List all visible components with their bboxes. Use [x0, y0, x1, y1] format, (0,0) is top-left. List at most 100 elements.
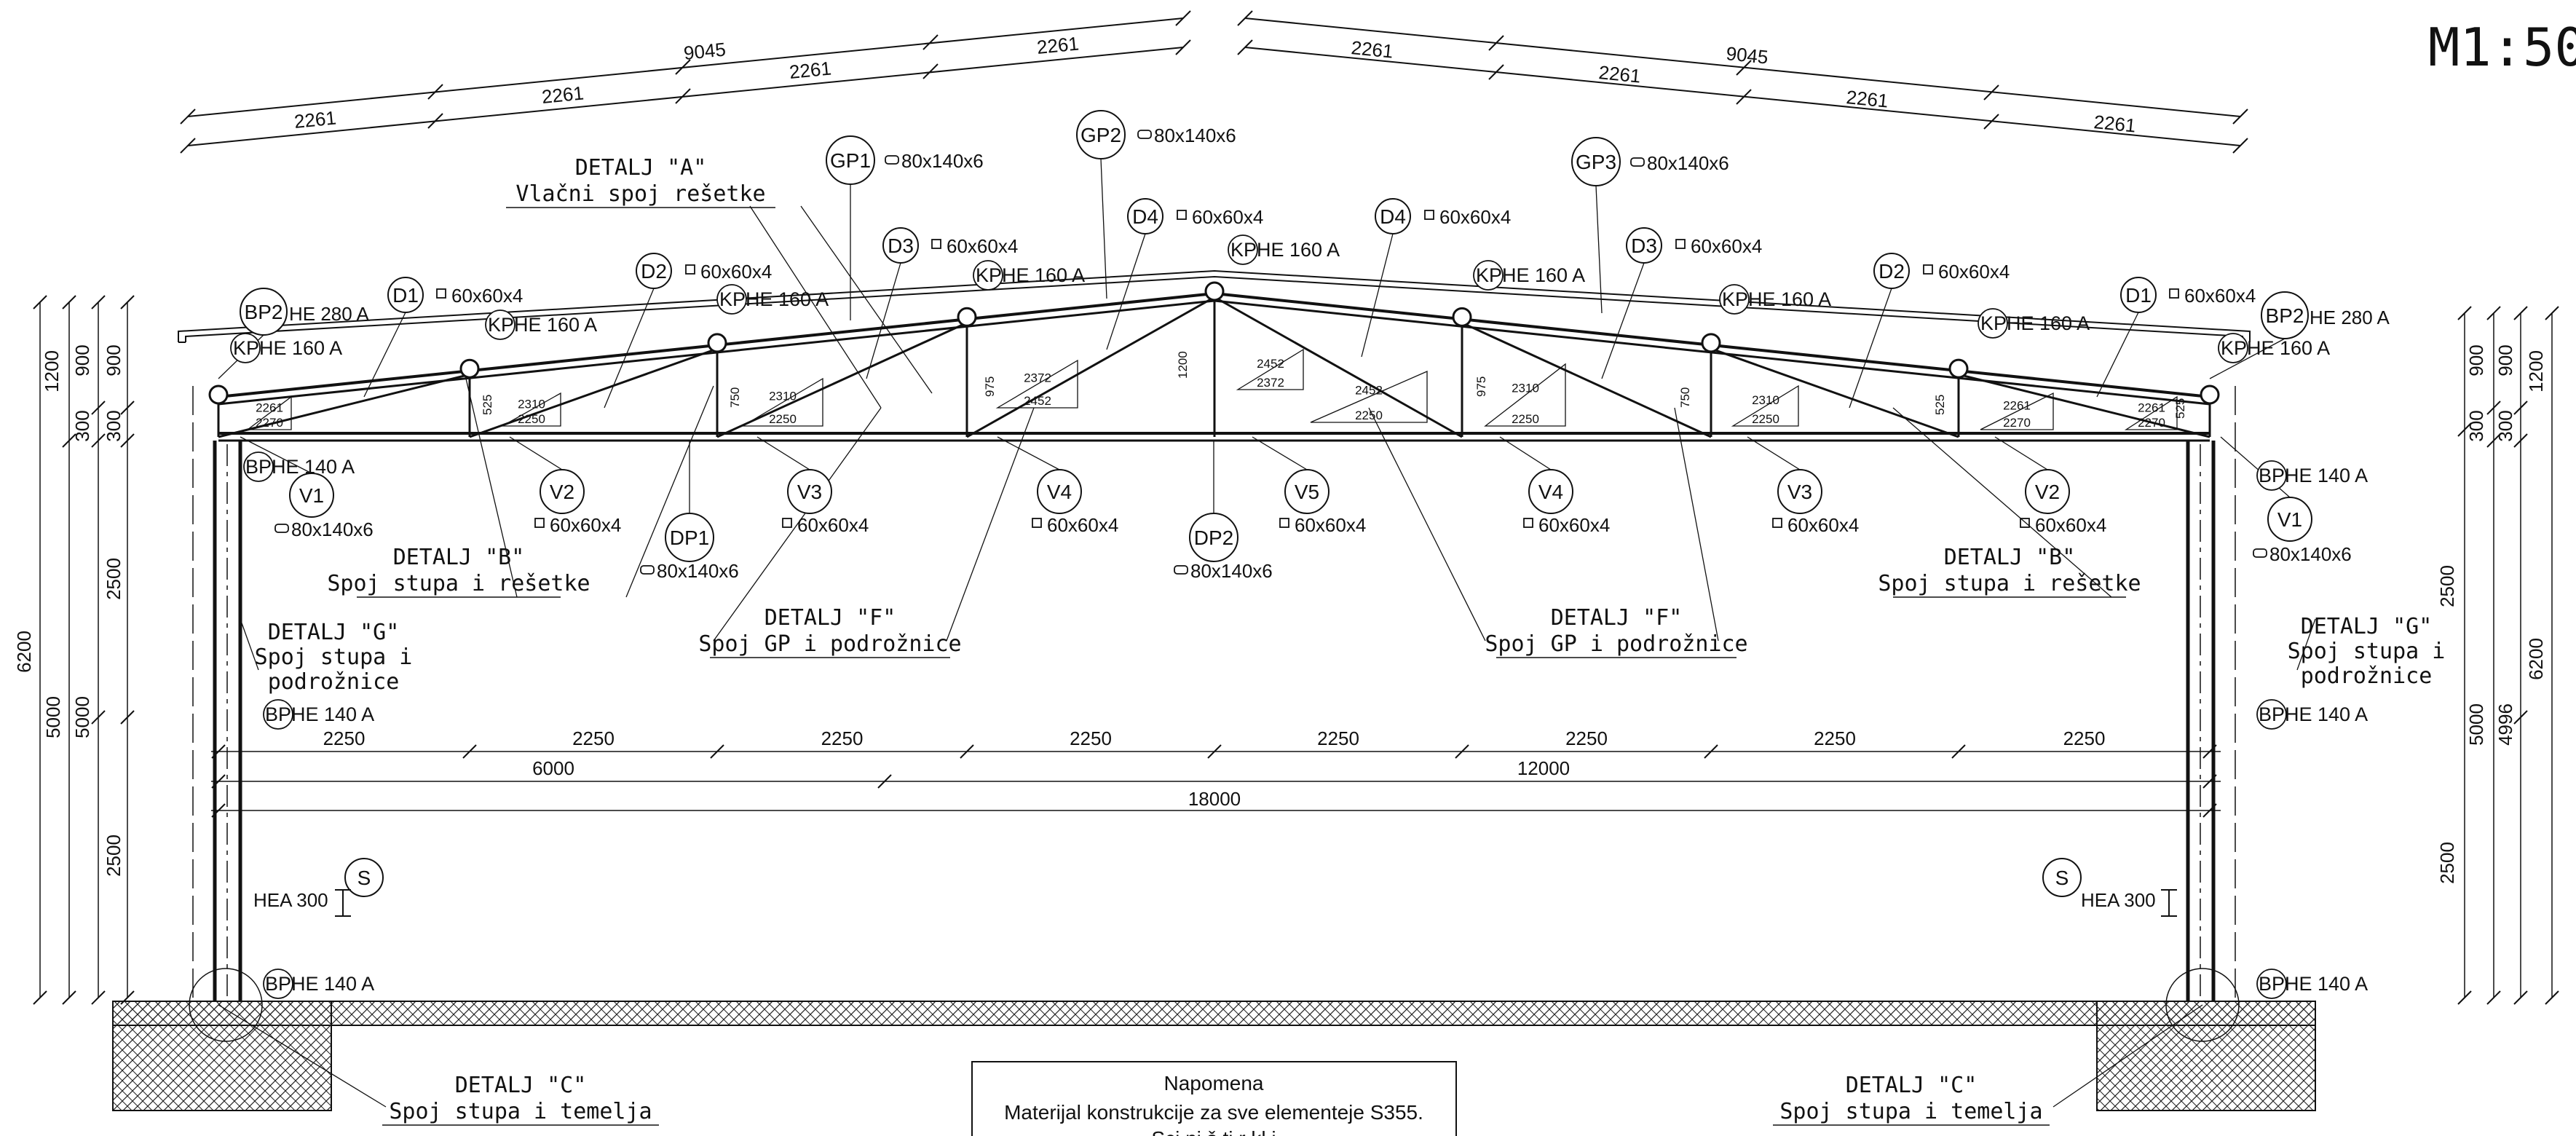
note-line1: Materijal konstrukcije za sve elementeje…	[1004, 1101, 1423, 1124]
truss-height-text: 525	[1933, 395, 1947, 415]
dimension-tick	[180, 138, 196, 154]
truss-dim-text: 2452	[1024, 394, 1051, 408]
dimension-tick	[877, 774, 892, 789]
kp-tag: KP	[1476, 264, 1502, 286]
dimension-tick	[91, 433, 106, 448]
dimension-tick	[427, 84, 443, 100]
bp-tag: BP	[265, 973, 291, 995]
dim-right-1200: 1200	[2525, 350, 2547, 393]
bp-profile: HE 140 A	[291, 973, 374, 995]
leader-line	[625, 385, 714, 598]
kp-circle	[230, 333, 261, 363]
leader-line	[946, 407, 1035, 642]
truss-dim-text: 2250	[1752, 412, 1779, 426]
dimension-tick	[1237, 39, 1253, 55]
leader-line	[1252, 436, 1308, 470]
dimension-tick	[462, 744, 477, 759]
kp-tag: KP	[1980, 312, 2007, 334]
dimension-tick	[211, 744, 226, 759]
dimension-tick	[2202, 803, 2217, 818]
purlin-section	[707, 333, 727, 353]
purlin-section	[1452, 307, 1472, 327]
d3r-circle	[1626, 227, 1662, 264]
truss-dim-text: 2250	[769, 412, 797, 426]
d1r-circle	[2120, 277, 2157, 313]
gp2-section-icon	[1137, 130, 1152, 139]
dimension-tick	[2457, 990, 2472, 1005]
v2r-profile: 60x60x4	[2035, 514, 2106, 536]
purlin-section	[1701, 333, 1721, 353]
dim-span: 2250	[1317, 727, 1359, 749]
kp-profile: HE 160 A	[2007, 312, 2090, 334]
dimension-tick	[2486, 433, 2501, 448]
bp-circle	[2256, 969, 2287, 999]
truss-web-members	[208, 281, 2220, 438]
d2r-circle	[1873, 253, 1910, 289]
dim-top-seg: 2261	[293, 106, 337, 133]
dim-left-300b: 300	[103, 410, 125, 441]
kp-circle	[2218, 333, 2248, 363]
detail-f-right-title: DETALJ "F"	[1551, 605, 1683, 631]
dim-top-left-total: 9045	[683, 38, 727, 64]
truss-dimension-triangle	[1980, 392, 2054, 430]
d3r-tag: D3	[1631, 234, 1657, 257]
d2r-tag: D2	[1878, 260, 1905, 283]
dimension-tick	[2457, 422, 2472, 437]
dimension-tick	[1455, 744, 1469, 759]
dimension-tick	[2486, 306, 2501, 320]
bp2r-profile: HE 280 A	[2310, 307, 2390, 328]
bp2r-circle	[2261, 291, 2309, 339]
v2r-section-icon	[2020, 518, 2030, 528]
note-box: Napomena Materijal konstrukcije za sve e…	[971, 1061, 1457, 1136]
dimension-tick	[1175, 39, 1191, 55]
dimension-tick	[675, 59, 691, 75]
kp-tag: KP	[1230, 239, 1257, 261]
dimension-tick	[1207, 744, 1222, 759]
truss-dim-text: 2310	[518, 397, 545, 411]
gp2-tag: GP2	[1080, 124, 1121, 146]
leader-line	[1849, 288, 1892, 409]
d3r-profile: 60x60x4	[1691, 235, 1762, 257]
kp-tag: KP	[233, 337, 259, 359]
truss-diagonal	[1214, 296, 1463, 438]
truss-dimension-triangle	[1484, 363, 1566, 427]
bp-profile: HE 140 A	[291, 703, 374, 725]
bp-tag: BP	[265, 703, 291, 725]
truss-dim-text: 2261	[256, 401, 283, 414]
bp-tag: BP	[2259, 465, 2285, 486]
bp2-tag: BP2	[245, 301, 283, 323]
truss-dim-text: 2270	[2003, 416, 2031, 430]
dim-left-1200: 1200	[41, 350, 63, 393]
d4-section-icon	[1177, 210, 1187, 220]
d4r-section-icon	[1424, 210, 1434, 220]
purlin-section	[459, 358, 480, 379]
dimension-tick	[2513, 306, 2528, 320]
dimension-tick	[2202, 774, 2217, 789]
dimension-tick	[2232, 138, 2248, 154]
detail-g-title: DETALJ "G"	[268, 620, 400, 645]
dim-top-seg: 2261	[1845, 86, 1889, 112]
truss-diagonal	[469, 347, 718, 438]
dimension-tick	[33, 295, 47, 309]
dim-top-seg: 2261	[1597, 61, 1641, 87]
leader-line	[1100, 158, 1107, 299]
purlin-section	[1948, 358, 1969, 379]
truss-height-text: 975	[983, 376, 997, 397]
d1r-profile: 60x60x4	[2184, 285, 2256, 307]
d2r-profile: 60x60x4	[1938, 261, 2010, 283]
v5-profile: 60x60x4	[1295, 514, 1366, 536]
dimension-tick	[1237, 10, 1253, 26]
truss-dimension-triangle	[1236, 348, 1304, 390]
leader-line	[1892, 407, 2112, 598]
kp-tag: KP	[719, 288, 746, 310]
bp-profile: HE 140 A	[2285, 973, 2368, 995]
detail-g-right-sub1: Spoj stupa i	[2288, 639, 2446, 664]
dim-right-6200: 6200	[2525, 638, 2547, 680]
i-beam-icon	[2161, 889, 2177, 917]
dimension-tick	[675, 88, 691, 104]
v2r-tag: V2	[2035, 481, 2060, 503]
dim-span: 2250	[1070, 727, 1112, 749]
dimension-tick	[1704, 744, 1718, 759]
top-dimension-ticks	[180, 10, 2248, 154]
leader-line	[1361, 233, 1394, 358]
